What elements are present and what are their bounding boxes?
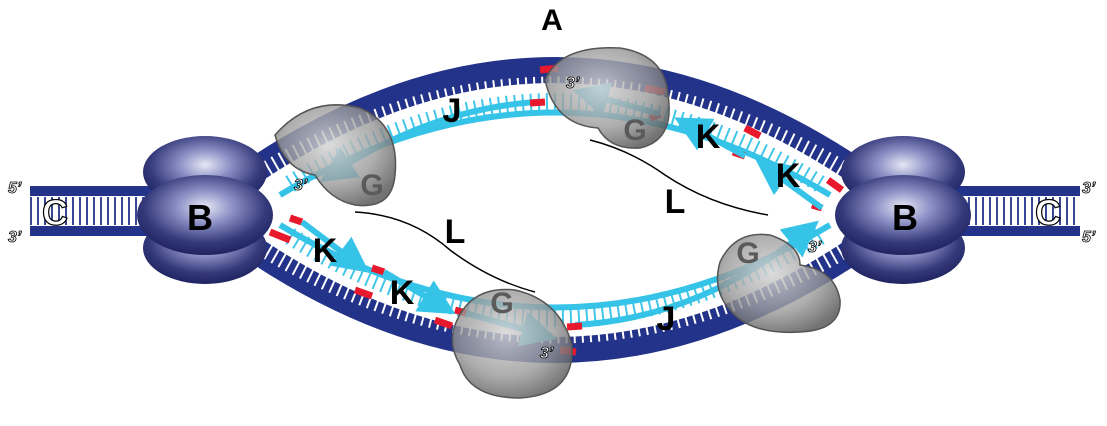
label-G-bottom-right: G xyxy=(736,237,759,270)
label-G-top-left: G xyxy=(360,169,383,202)
label-A: A xyxy=(541,4,563,37)
label-K-2: K xyxy=(390,274,415,312)
label-B-right: B xyxy=(892,197,918,238)
label-G-top-right: G xyxy=(623,114,646,147)
label-3prime-fork-right: 3’ xyxy=(808,239,822,256)
label-L-left: L xyxy=(445,213,466,251)
polymerase-top-left xyxy=(274,104,397,207)
label-5prime-left: 5’ xyxy=(8,180,22,197)
lagging-template-line-right xyxy=(589,139,769,216)
helicase-right xyxy=(835,136,971,284)
lagging-template-line-left xyxy=(354,211,536,293)
polymerase-bottom-right xyxy=(716,233,841,334)
label-K-4: K xyxy=(776,157,801,195)
label-C-left: C xyxy=(42,192,68,233)
label-L-right: L xyxy=(665,183,686,221)
polymerase-bottom-left xyxy=(451,288,573,399)
polymerase-top-right xyxy=(544,47,670,149)
bubble-interior xyxy=(300,142,810,273)
label-3prime-left: 3’ xyxy=(8,229,22,246)
label-3prime-right: 3’ xyxy=(1082,180,1096,197)
label-C-right: C xyxy=(1035,192,1061,233)
label-3prime-bottom-mid: 3’ xyxy=(540,345,554,362)
label-J-bottom: J xyxy=(657,300,676,338)
label-3prime-fork-left: 3’ xyxy=(294,177,308,194)
helicase-left xyxy=(137,136,273,284)
label-K-1: K xyxy=(313,232,338,270)
label-B-left: B xyxy=(187,197,213,238)
label-J-top: J xyxy=(443,92,462,130)
label-K-3: K xyxy=(696,118,721,156)
label-3prime-top-mid: 3’ xyxy=(566,75,580,92)
label-5prime-right: 5’ xyxy=(1082,229,1096,246)
label-G-bottom-left: G xyxy=(490,287,513,320)
